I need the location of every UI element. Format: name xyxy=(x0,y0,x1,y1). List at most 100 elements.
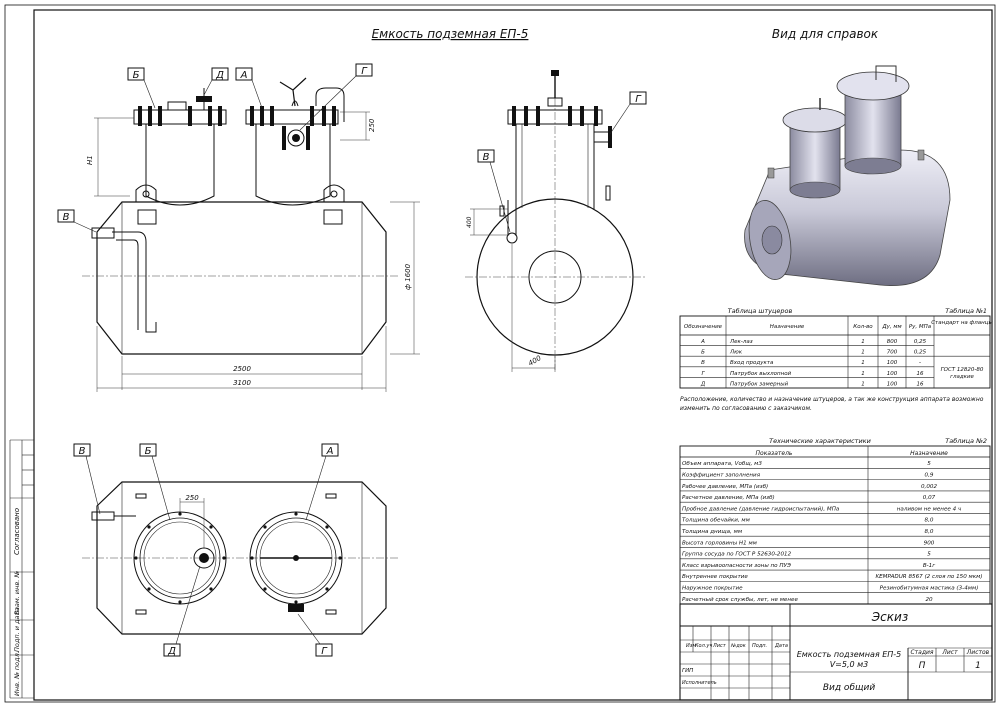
t2-value: наливом не менее 4 ч xyxy=(897,506,962,512)
side-stamp-sign: Подп. и дата xyxy=(13,608,21,652)
side-stamp-agreed: Согласовано xyxy=(13,508,21,555)
t2-param: Объем аппарата, Vобщ, м3 xyxy=(682,461,762,467)
stamp-sheet: 1 xyxy=(975,661,981,671)
t2-value: 8,0 xyxy=(925,529,934,535)
table1-caption: Таблица штуцеров xyxy=(728,307,793,315)
dim-250-top: 250 xyxy=(368,118,376,132)
t1-note-1: изменить по согласованию с заказчиком. xyxy=(680,405,812,412)
t1-cell: 16 xyxy=(917,371,924,377)
t2-value: 5 xyxy=(927,461,931,467)
t1-cell: Люк xyxy=(729,350,743,356)
bolt-dots xyxy=(134,512,342,604)
t1-cell: 100 xyxy=(887,381,898,387)
t1-cell: 1 xyxy=(861,360,865,366)
callout-g-front: Г xyxy=(361,66,368,77)
stamp-name-0: Емкость подземная ЕП-5 xyxy=(797,650,902,659)
dim-400-vertical: 400 xyxy=(466,216,473,228)
side-stamp-replace: Взам. инв. № xyxy=(13,571,21,615)
t1-note-0: Расположение, количество и назначение шт… xyxy=(680,396,984,403)
t1-cell: 700 xyxy=(887,350,898,356)
stamp-stage: П xyxy=(919,661,926,671)
stamp-col-kol: Кол.уч xyxy=(695,643,712,649)
t1-cell: Д xyxy=(700,381,706,387)
t2-value: 0,002 xyxy=(921,484,937,490)
callout-g-plan: Г xyxy=(321,646,328,657)
inner-frame xyxy=(33,9,993,701)
plan-view: 250 В Б А Д Г xyxy=(73,443,400,657)
stamp-sheet-header: Лист xyxy=(941,649,958,656)
stamp-stage-header: Стадия xyxy=(910,649,933,656)
t1-cell: Лек-лаз xyxy=(729,339,753,345)
t2-param: Класс взрывоопасности зоны по ПУЭ xyxy=(682,563,791,569)
t2-value: 900 xyxy=(924,540,935,546)
t1-standard-1: гладкие xyxy=(950,374,974,380)
stamp-role-executor: Исполнитель xyxy=(682,680,717,686)
t2-param: Коэффициент заполнения xyxy=(682,472,761,478)
callout-g-side: Г xyxy=(635,94,642,105)
t1-cell: 100 xyxy=(887,360,898,366)
stamp-view: Вид общий xyxy=(823,683,875,693)
callout-b-plan: Б xyxy=(145,446,152,457)
t1-cell: 1 xyxy=(861,339,865,345)
t1-cell: В xyxy=(701,360,705,366)
main-title: Емкость подземная ЕП-5 xyxy=(372,27,529,41)
t2-param: Внутреннее покрытие xyxy=(682,574,748,580)
callout-d-front: Д xyxy=(215,70,224,81)
t1-cell: 16 xyxy=(917,381,924,387)
title-block: Эскиз Изм Кол.уч Лист №док Подп. Дата ГИ… xyxy=(679,603,993,701)
t2-param: Группа сосуда по ГОСТ Р 52630-2012 xyxy=(682,552,792,558)
t2-param: Наружное покрытие xyxy=(682,586,743,592)
t1-cell: 0,25 xyxy=(914,350,927,356)
stamp-col-izm: Изм xyxy=(686,643,696,649)
dim-250-plan: 250 xyxy=(185,494,199,502)
t2-param: Толщина обечайки, мм xyxy=(682,518,751,524)
stamp-col-ndoc: №док xyxy=(730,643,746,649)
t1-h2: Кол-во xyxy=(853,324,873,330)
callout-a-plan: А xyxy=(326,446,334,457)
stamp-col-list: Лист xyxy=(712,643,727,649)
t2-param: Высота горловины Н1 мм xyxy=(682,540,758,546)
t2-value: 20 xyxy=(925,597,933,603)
callout-a-front: А xyxy=(240,70,248,81)
t1-cell: 800 xyxy=(887,339,898,345)
callout-b-front: Б xyxy=(133,70,140,81)
t2-value: В-1г xyxy=(923,563,935,569)
t1-cell: 1 xyxy=(861,350,865,356)
t1-cell: 0,25 xyxy=(914,339,927,345)
callout-d-plan: Д xyxy=(167,646,176,657)
t1-cell: 100 xyxy=(887,371,898,377)
t1-cell: Г xyxy=(701,371,705,377)
isometric-view xyxy=(744,65,951,287)
callout-v-front: В xyxy=(63,212,70,223)
callout-v-plan: В xyxy=(79,446,86,457)
t1-cell: Б xyxy=(701,350,705,356)
t1-standard-0: ГОСТ 12820-80 xyxy=(941,367,984,373)
dim-1600: ф 1600 xyxy=(404,263,412,290)
stamp-name-1: V=5,0 м3 xyxy=(830,660,869,669)
t2-param: Расчетный срок службы, лет, не менее xyxy=(682,597,798,603)
tech-table: Технические характеристики Таблица №2 По… xyxy=(679,437,991,605)
stamp-col-date: Дата xyxy=(774,643,788,649)
t1-cell: 1 xyxy=(861,371,865,377)
t2-h1: Назначение xyxy=(910,450,948,457)
side-stamp-inv: Инв. № подл. xyxy=(13,651,21,696)
side-view: 400 400 В Г xyxy=(465,70,647,372)
t2-value: 8,0 xyxy=(925,518,934,524)
t2-param: Рабочее давление, МПа (изб) xyxy=(682,484,768,490)
dim-2500: 2500 xyxy=(233,365,251,373)
t2-param: Толщина днища, мм xyxy=(682,529,743,535)
table2-caption: Технические характеристики xyxy=(769,437,871,445)
t1-cell: Патрубок выхлопной xyxy=(730,371,792,377)
t2-value: 5 xyxy=(927,552,931,558)
dim-h1: H1 xyxy=(86,155,94,165)
t1-cell: А xyxy=(700,339,705,345)
t1-h4: Ру, МПа xyxy=(909,324,932,330)
t1-h3: Ду, мм xyxy=(881,324,901,330)
t2-value: Резинобитумная мастика (3-4мм) xyxy=(880,586,979,592)
table2-number: Таблица №2 xyxy=(945,437,987,445)
t1-cell: - xyxy=(919,360,921,366)
t1-h5: Стандарт на фланцы xyxy=(931,320,993,326)
view3d-title: Вид для справок xyxy=(772,27,879,41)
t2-param: Расчетное давление, МПа (изб) xyxy=(682,495,775,501)
